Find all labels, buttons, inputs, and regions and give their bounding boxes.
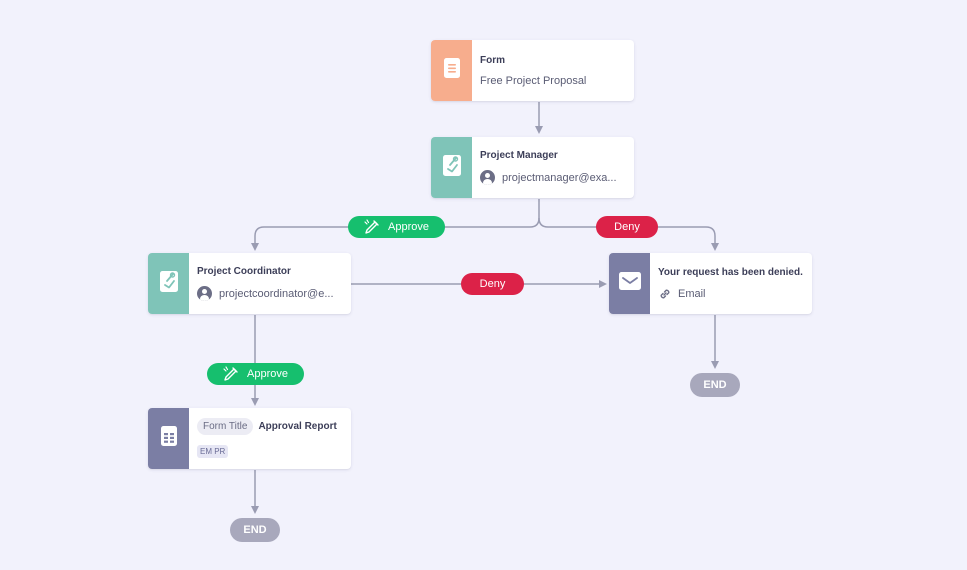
envelope-icon <box>618 272 641 295</box>
pc-deny-pill[interactable]: Deny <box>461 273 524 295</box>
form-node-icon-panel <box>431 40 472 101</box>
document-icon <box>443 58 460 83</box>
project-manager-icon-panel <box>431 137 472 198</box>
pc-deny-label: Deny <box>479 278 506 290</box>
avatar-icon <box>480 170 495 185</box>
approval-pen-icon <box>442 154 461 181</box>
pm-deny-label: Deny <box>614 221 640 233</box>
end-label: END <box>243 524 267 536</box>
form-node-title: Form <box>480 54 505 66</box>
project-manager-assignee: projectmanager@exa... <box>502 171 617 184</box>
project-coordinator-title: Project Coordinator <box>197 266 291 277</box>
approval-report-icon-panel <box>148 408 189 469</box>
pm-deny-pill[interactable]: Deny <box>596 216 658 238</box>
report-icon <box>160 426 177 451</box>
pc-approve-label: Approve <box>247 368 288 380</box>
form-node[interactable]: Form Free Project Proposal <box>431 40 634 101</box>
pen-icon <box>364 219 380 235</box>
approval-report-node[interactable]: Form Title Approval Report EM PR <box>148 408 351 469</box>
end-label: END <box>703 379 727 391</box>
project-manager-title: Project Manager <box>480 150 558 161</box>
denied-email-icon-panel <box>609 253 650 314</box>
project-coordinator-icon-panel <box>148 253 189 314</box>
approval-report-title: Approval Report <box>258 421 337 432</box>
form-name: Free Project Proposal <box>480 74 587 87</box>
link-icon <box>658 287 672 301</box>
pm-approve-pill[interactable]: Approve <box>348 216 445 238</box>
project-manager-node[interactable]: Project Manager projectmanager@exa... <box>431 137 634 198</box>
report-end-node: END <box>230 518 280 542</box>
recipient-initials: EM PR <box>197 445 229 458</box>
pen-icon <box>223 366 239 382</box>
pc-approve-pill[interactable]: Approve <box>207 363 304 385</box>
email-end-node: END <box>690 373 740 397</box>
pm-approve-label: Approve <box>388 221 429 233</box>
denied-email-title: Your request has been denied. <box>658 266 803 278</box>
approval-pen-icon <box>159 270 178 297</box>
denied-email-type: Email <box>678 287 706 300</box>
avatar-icon <box>197 286 212 301</box>
project-coordinator-node[interactable]: Project Coordinator projectcoordinator@e… <box>148 253 351 314</box>
project-coordinator-assignee: projectcoordinator@e... <box>219 287 334 300</box>
form-title-tag: Form Title <box>197 418 254 435</box>
denied-email-node[interactable]: Your request has been denied. Email <box>609 253 812 314</box>
